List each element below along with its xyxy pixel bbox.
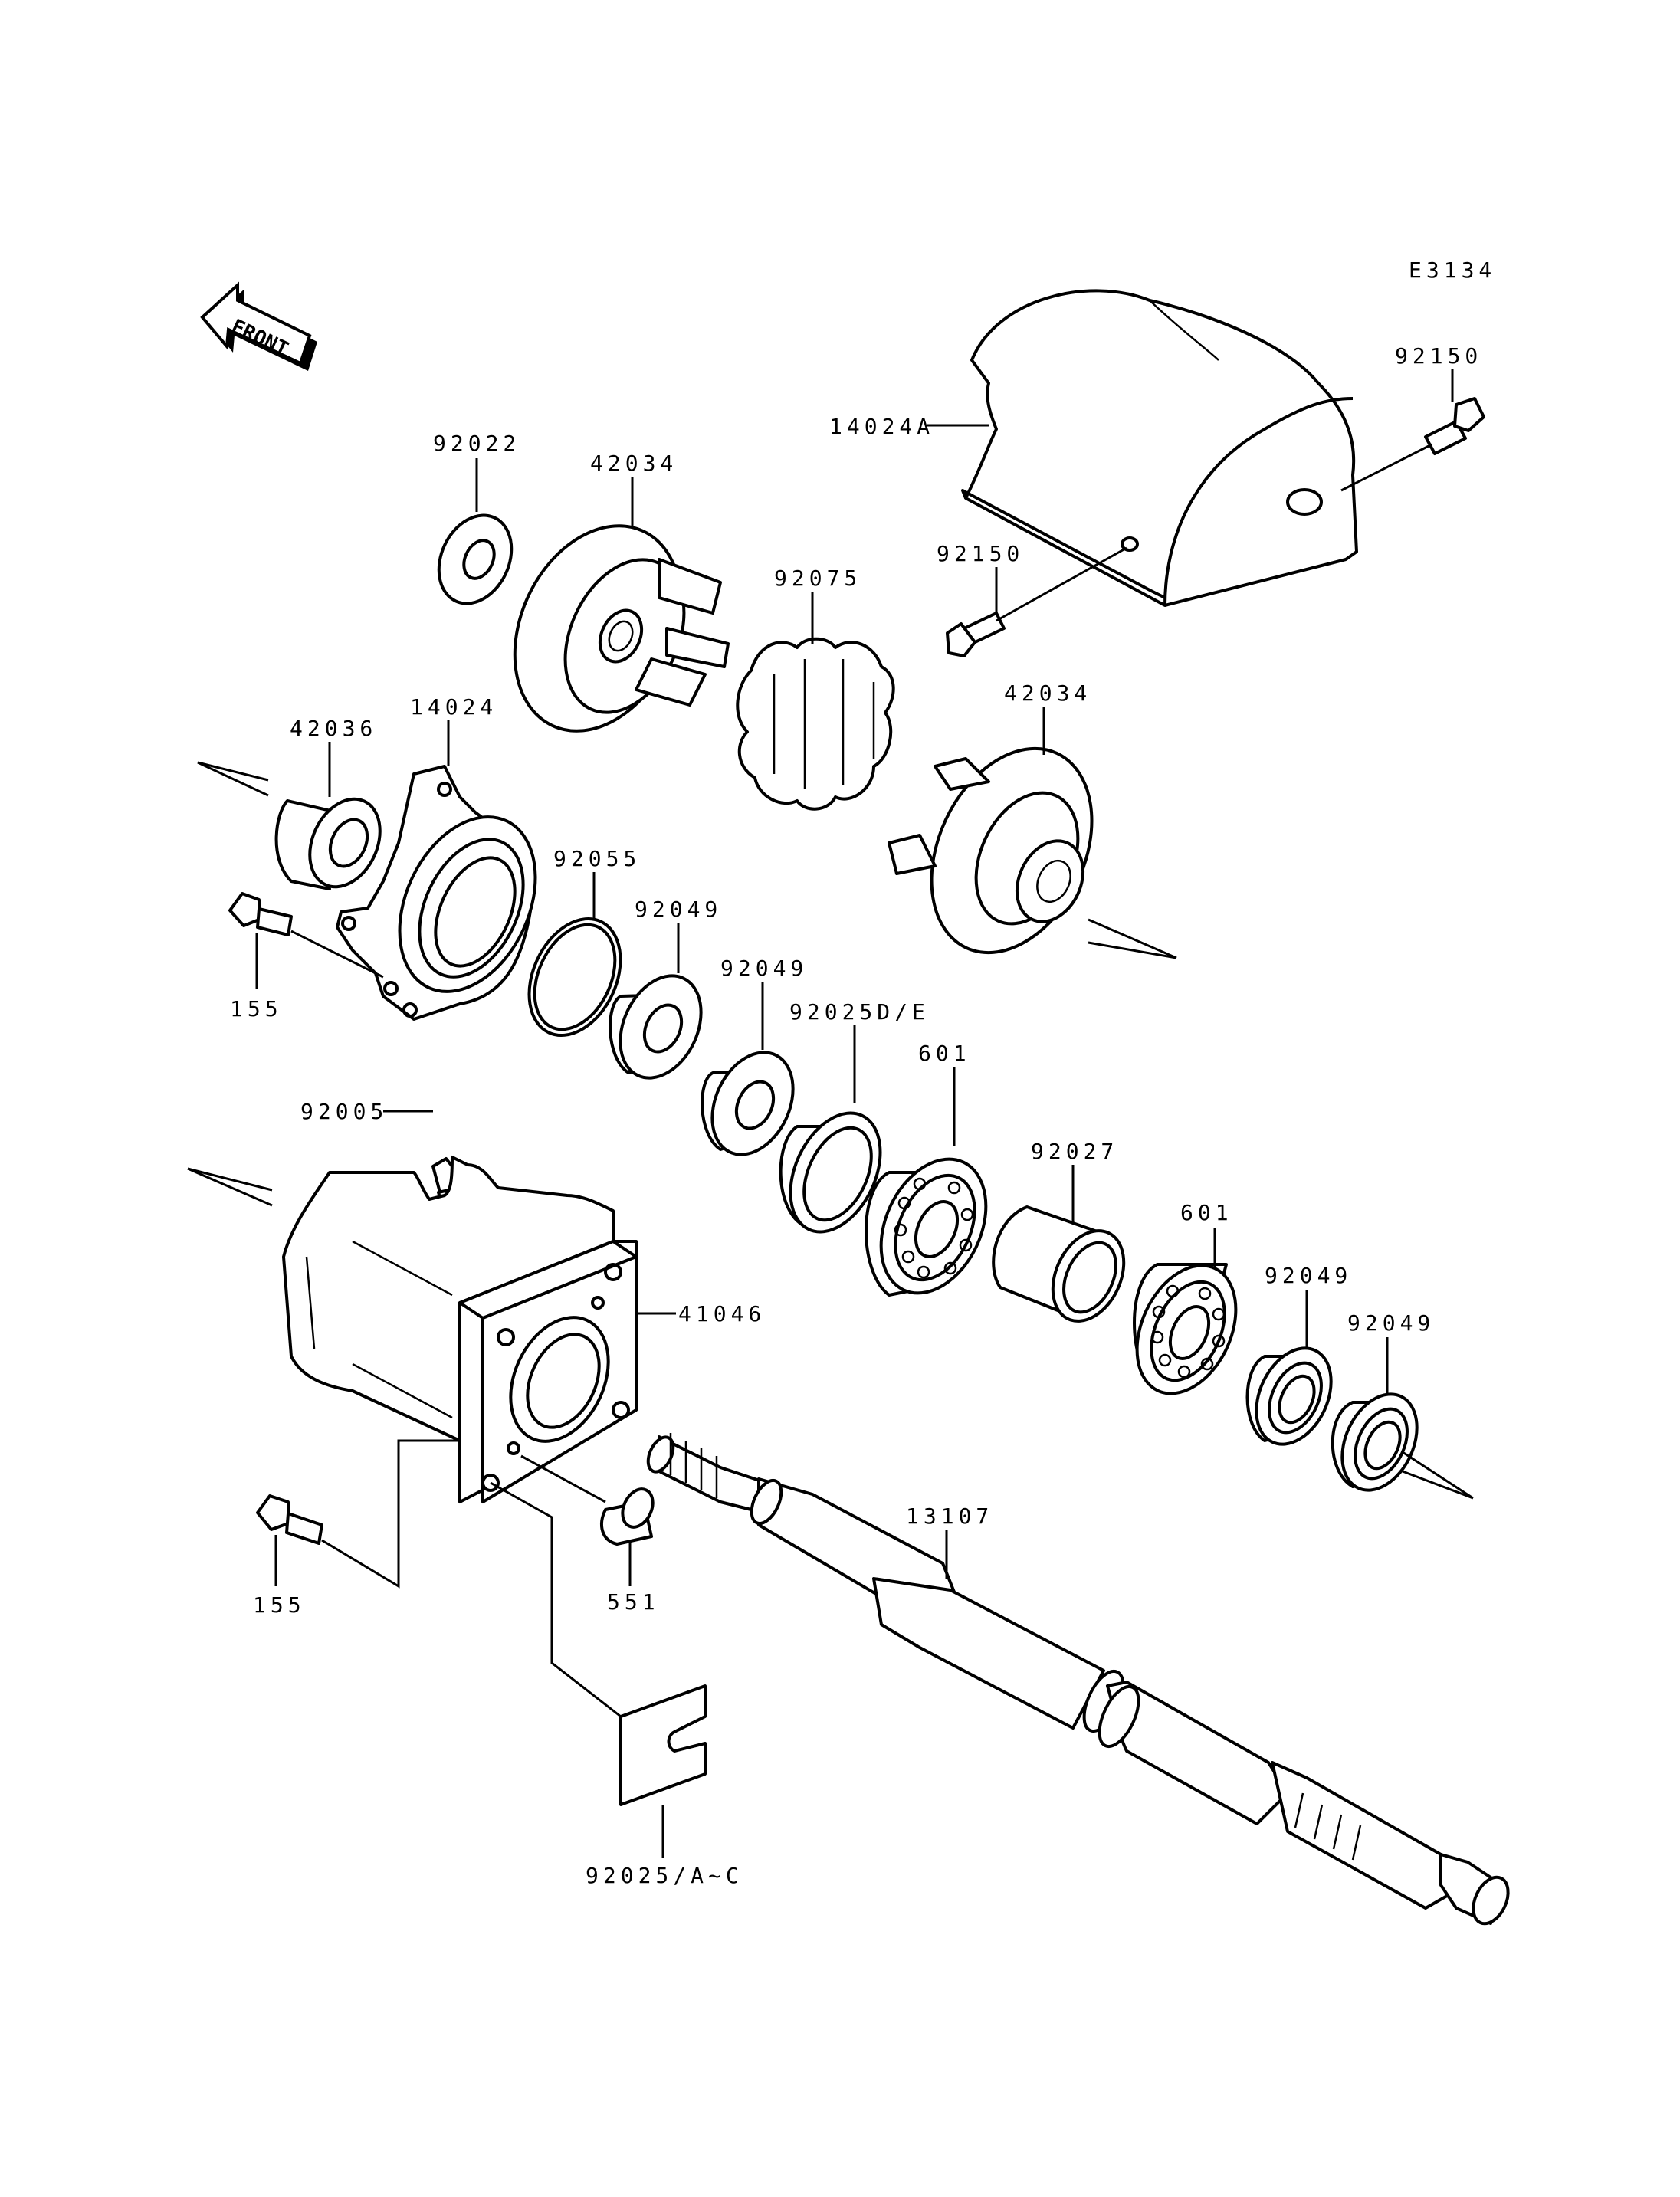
label-92025DE: 92025D/E	[789, 999, 930, 1025]
label-14024: 14024	[410, 694, 497, 720]
part-bushing-42036	[274, 797, 382, 890]
label-41046: 41046	[678, 1301, 766, 1326]
label-42036: 42036	[290, 716, 377, 741]
part-bolt-155-top	[228, 892, 293, 936]
label-551: 551	[607, 1589, 660, 1615]
part-coupling-42034-top	[513, 524, 730, 733]
part-shaft-13107	[646, 1433, 1510, 1926]
part-washer-92049-a	[609, 974, 703, 1080]
label-92150-top: 92150	[1395, 343, 1482, 369]
label-42034-top: 42034	[590, 451, 678, 476]
part-bolt-92150-top	[1424, 397, 1485, 455]
part-damper-92075	[736, 637, 895, 811]
part-housing-14024	[336, 765, 537, 1021]
label-92150-mid: 92150	[937, 541, 1024, 566]
part-case-41046	[282, 1156, 638, 1503]
label-92055: 92055	[553, 846, 641, 871]
part-washer-92049-b	[701, 1051, 795, 1156]
part-coupling-42034-right	[888, 746, 1094, 955]
part-bolt-155-bottom	[256, 1494, 323, 1545]
part-ring-92025DE	[779, 1111, 882, 1234]
part-bolt-92150-mid	[946, 612, 1006, 657]
label-92049-a: 92049	[635, 897, 722, 922]
label-601-b: 601	[1180, 1200, 1233, 1225]
label-92005: 92005	[300, 1099, 388, 1124]
label-13107: 13107	[906, 1503, 993, 1529]
label-155-top: 155	[230, 996, 283, 1021]
part-washer-92022	[437, 513, 514, 605]
part-collar-92027	[992, 1205, 1126, 1323]
label-14024A: 14024A	[829, 414, 934, 439]
diagram-code: E3134	[1409, 257, 1496, 283]
front-arrow-icon: FRONT	[200, 281, 317, 371]
part-cover-14024A	[961, 289, 1358, 607]
label-92025AC: 92025/A~C	[586, 1863, 743, 1888]
label-92049-d: 92049	[1347, 1310, 1435, 1336]
part-bearing-601-b	[1133, 1263, 1238, 1395]
label-92049-b: 92049	[720, 956, 808, 981]
part-bearing-601-a	[865, 1157, 988, 1297]
label-155-bottom: 155	[253, 1592, 306, 1618]
label-42034-right: 42034	[1004, 680, 1091, 706]
part-seal-92049-c	[1245, 1346, 1333, 1446]
part-seal-92049-d	[1331, 1392, 1419, 1492]
label-92027: 92027	[1031, 1139, 1118, 1164]
label-601-a: 601	[918, 1041, 971, 1066]
label-92075: 92075	[774, 566, 861, 591]
part-shim-92025AC	[619, 1684, 707, 1806]
label-92049-c: 92049	[1265, 1263, 1352, 1288]
part-oring-92055	[527, 917, 622, 1038]
label-92022: 92022	[433, 431, 520, 456]
part-dowel-551	[600, 1487, 655, 1546]
